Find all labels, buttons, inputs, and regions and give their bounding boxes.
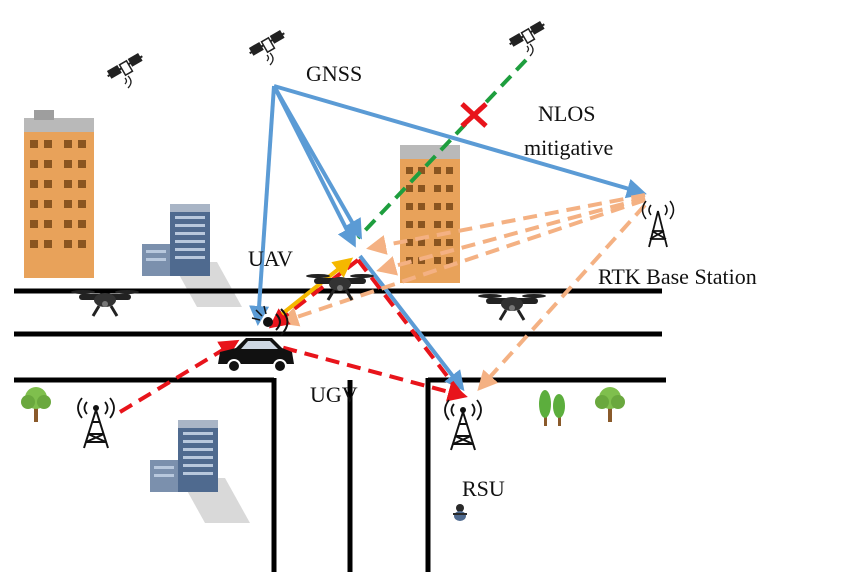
gnss-label: GNSS: [306, 61, 362, 86]
pedestrian-icon: [453, 504, 467, 521]
tree-icon: [539, 390, 565, 426]
drone-icon: [476, 292, 548, 322]
satellite-icon: [247, 28, 286, 67]
satellite-icon: [105, 51, 144, 89]
ugv-sensor-icon: [251, 305, 289, 336]
building-icon: [400, 145, 460, 283]
satellite-icon: [507, 19, 546, 58]
building-icon: [150, 420, 250, 523]
building-icon: [24, 110, 94, 278]
blocked-gnss-link: [356, 58, 528, 240]
antenna-tower-icon: [641, 200, 675, 248]
mitigative-label: mitigative: [524, 135, 613, 160]
uav-label: UAV: [248, 246, 293, 271]
rtk-links: [278, 193, 647, 391]
ugv-label: UGV: [310, 382, 358, 407]
antenna-tower-icon: [444, 399, 482, 451]
gnss-links: [249, 84, 647, 392]
antenna-tower-icon: [77, 397, 115, 449]
uav-ugv-link: [280, 257, 354, 316]
nlos-label: NLOS: [538, 101, 595, 126]
tree-icon: [595, 387, 625, 422]
block-mark-icon: [460, 102, 488, 128]
rsu-label: RSU: [462, 476, 505, 501]
drone-icon: [69, 288, 141, 318]
car-icon: [218, 338, 294, 373]
rtk-base-station-label: RTK Base Station: [598, 264, 757, 289]
tree-icon: [21, 387, 51, 422]
road-network: [14, 288, 666, 572]
